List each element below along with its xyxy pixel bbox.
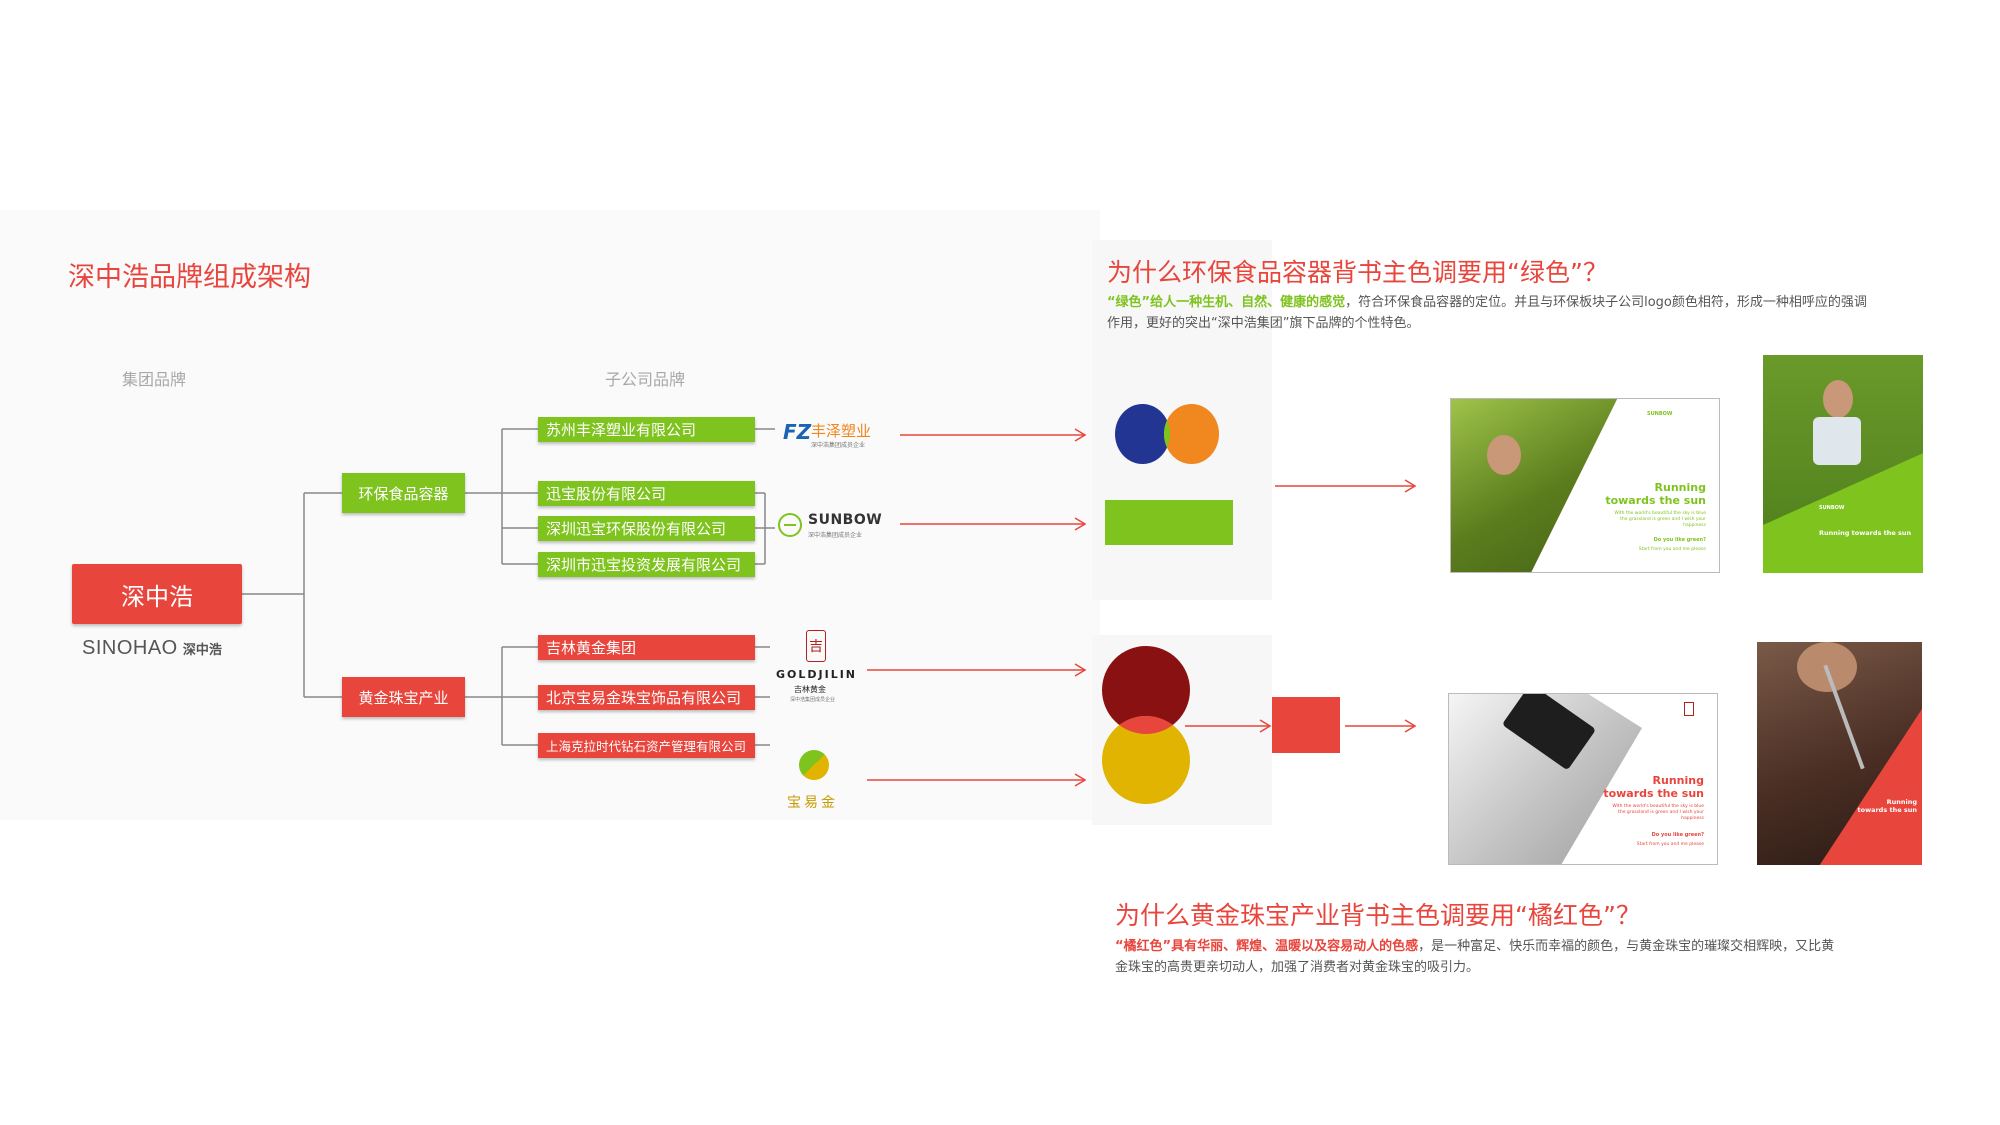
red-card-body: With the world's beautiful the sky is bl… — [1612, 804, 1704, 821]
red-circle-overlap — [1102, 716, 1190, 804]
left-panel — [0, 210, 1100, 820]
sinohao-logo-en: SINOHAO — [82, 637, 178, 659]
company-shenzhen-xunbao-invest: 深圳市迅宝投资发展有限公司 — [538, 552, 755, 577]
green-section-text: ，符合环保食品容器的定位。并且与环保板块子公司logo颜色相符，形成一种相呼应的… — [1107, 295, 1867, 331]
company-shenzhen-xunbao-eco: 深圳迅宝环保股份有限公司 — [538, 516, 755, 541]
baoyijin-emblem-icon — [799, 750, 829, 780]
baoyijin-logo: 宝易金 — [783, 750, 853, 816]
goldjilin-cn: 吉林黄金 — [794, 685, 826, 694]
green-brochure-card: SUNBOW Running towards the sun With the … — [1450, 398, 1720, 573]
card-question: Do you like green? — [1653, 537, 1706, 543]
sunbow-logo: SUNBOW 深中浩集团成员企业 — [778, 510, 893, 542]
fengze-name: 丰泽塑业 — [811, 422, 872, 440]
poster-child-face — [1823, 380, 1853, 418]
green-section-heading: 为什么环保食品容器背书主色调要用“绿色”？ — [1107, 258, 1608, 287]
sunbow-emblem-icon — [778, 513, 802, 537]
column-header-subsidiary: 子公司品牌 — [605, 370, 686, 389]
root-node: 深中浩 — [72, 564, 242, 624]
green-section-paragraph: “绿色”给人一种生机、自然、健康的感觉，符合环保食品容器的定位。并且与环保板块子… — [1107, 292, 1867, 334]
column-header-group: 集团品牌 — [122, 370, 187, 389]
red-card-question: Do you like green? — [1651, 832, 1704, 838]
poster-brand: SUNBOW — [1819, 505, 1845, 511]
page-title: 深中浩品牌组成架构 — [68, 262, 311, 293]
green-poster: SUNBOW Running towards the sun — [1763, 355, 1923, 573]
green-section-highlight: “绿色”给人一种生机、自然、健康的感觉 — [1107, 295, 1346, 310]
goldjilin-tag: 深中浩集团成员企业 — [790, 697, 836, 703]
poster-child-shirt — [1813, 417, 1861, 465]
orange-circle-swatch — [1164, 404, 1219, 464]
company-shanghai-carat: 上海克拉时代钻石资产管理有限公司 — [538, 733, 755, 758]
company-beijing-baoyijin: 北京宝易金珠宝饰品有限公司 — [538, 685, 755, 710]
circle-overlap — [1164, 404, 1219, 464]
branch-node-eco-containers: 环保食品容器 — [342, 473, 465, 513]
red-section-heading: 为什么黄金珠宝产业背书主色调要用“橘红色”？ — [1115, 901, 1641, 930]
card-headline: Running towards the sun — [1605, 481, 1706, 507]
fengze-mark: FZ — [783, 420, 812, 444]
red-rect-swatch — [1272, 697, 1340, 753]
card-body: With the world's beautiful the sky is bl… — [1614, 511, 1706, 528]
child-face — [1487, 435, 1521, 475]
sunbow-name: SUNBOW — [808, 512, 883, 528]
company-xunbao: 迅宝股份有限公司 — [538, 481, 755, 506]
navy-circle-swatch — [1115, 404, 1170, 464]
goldjilin-name: GOLDJILIN — [776, 668, 858, 681]
goldjilin-emblem-icon: 吉 — [806, 630, 826, 662]
red-poster-headline: Running towards the sun — [1857, 798, 1917, 814]
sinohao-logo: SINOHAO 深中浩 — [82, 637, 222, 660]
sunbow-tag: 深中浩集团成员企业 — [808, 532, 863, 539]
card-sunbow-brand: SUNBOW — [1647, 411, 1673, 417]
red-card-cta: Start from you and me please — [1636, 842, 1704, 847]
red-brochure-card: Running towards the sun With the world's… — [1448, 693, 1718, 865]
fengze-tag: 深中浩集团成员企业 — [811, 442, 866, 449]
green-rect-swatch — [1105, 500, 1233, 545]
goldjilin-logo: 吉 GOLDJILIN 吉林黄金 深中浩集团成员企业 — [776, 630, 866, 710]
red-section-paragraph: “橘红色”具有华丽、辉煌、温暖以及容易动人的色感，是一种富足、快乐而幸福的颜色，… — [1115, 936, 1845, 978]
card-goldjilin-icon — [1684, 702, 1694, 716]
branch-node-gold-jewelry: 黄金珠宝产业 — [342, 677, 465, 717]
sinohao-logo-cn: 深中浩 — [182, 643, 222, 658]
company-jilin-gold: 吉林黄金集团 — [538, 635, 755, 660]
card-cta: Start from you and me please — [1638, 547, 1706, 552]
red-poster: Running towards the sun — [1757, 642, 1922, 865]
red-section-highlight: “橘红色”具有华丽、辉煌、温暖以及容易动人的色感 — [1115, 939, 1419, 954]
fengze-logo: FZ 丰泽塑业 深中浩集团成员企业 — [783, 418, 883, 449]
red-section-text: ，是一种富足、快乐而幸福的颜色，与黄金珠宝的璀璨交相辉映，又比黄金珠宝的高贵更亲… — [1115, 939, 1835, 975]
baoyijin-name: 宝易金 — [787, 795, 838, 811]
red-card-headline: Running towards the sun — [1603, 774, 1704, 800]
poster-headline: Running towards the sun — [1819, 529, 1912, 537]
company-suzhou-fengze: 苏州丰泽塑业有限公司 — [538, 417, 755, 442]
